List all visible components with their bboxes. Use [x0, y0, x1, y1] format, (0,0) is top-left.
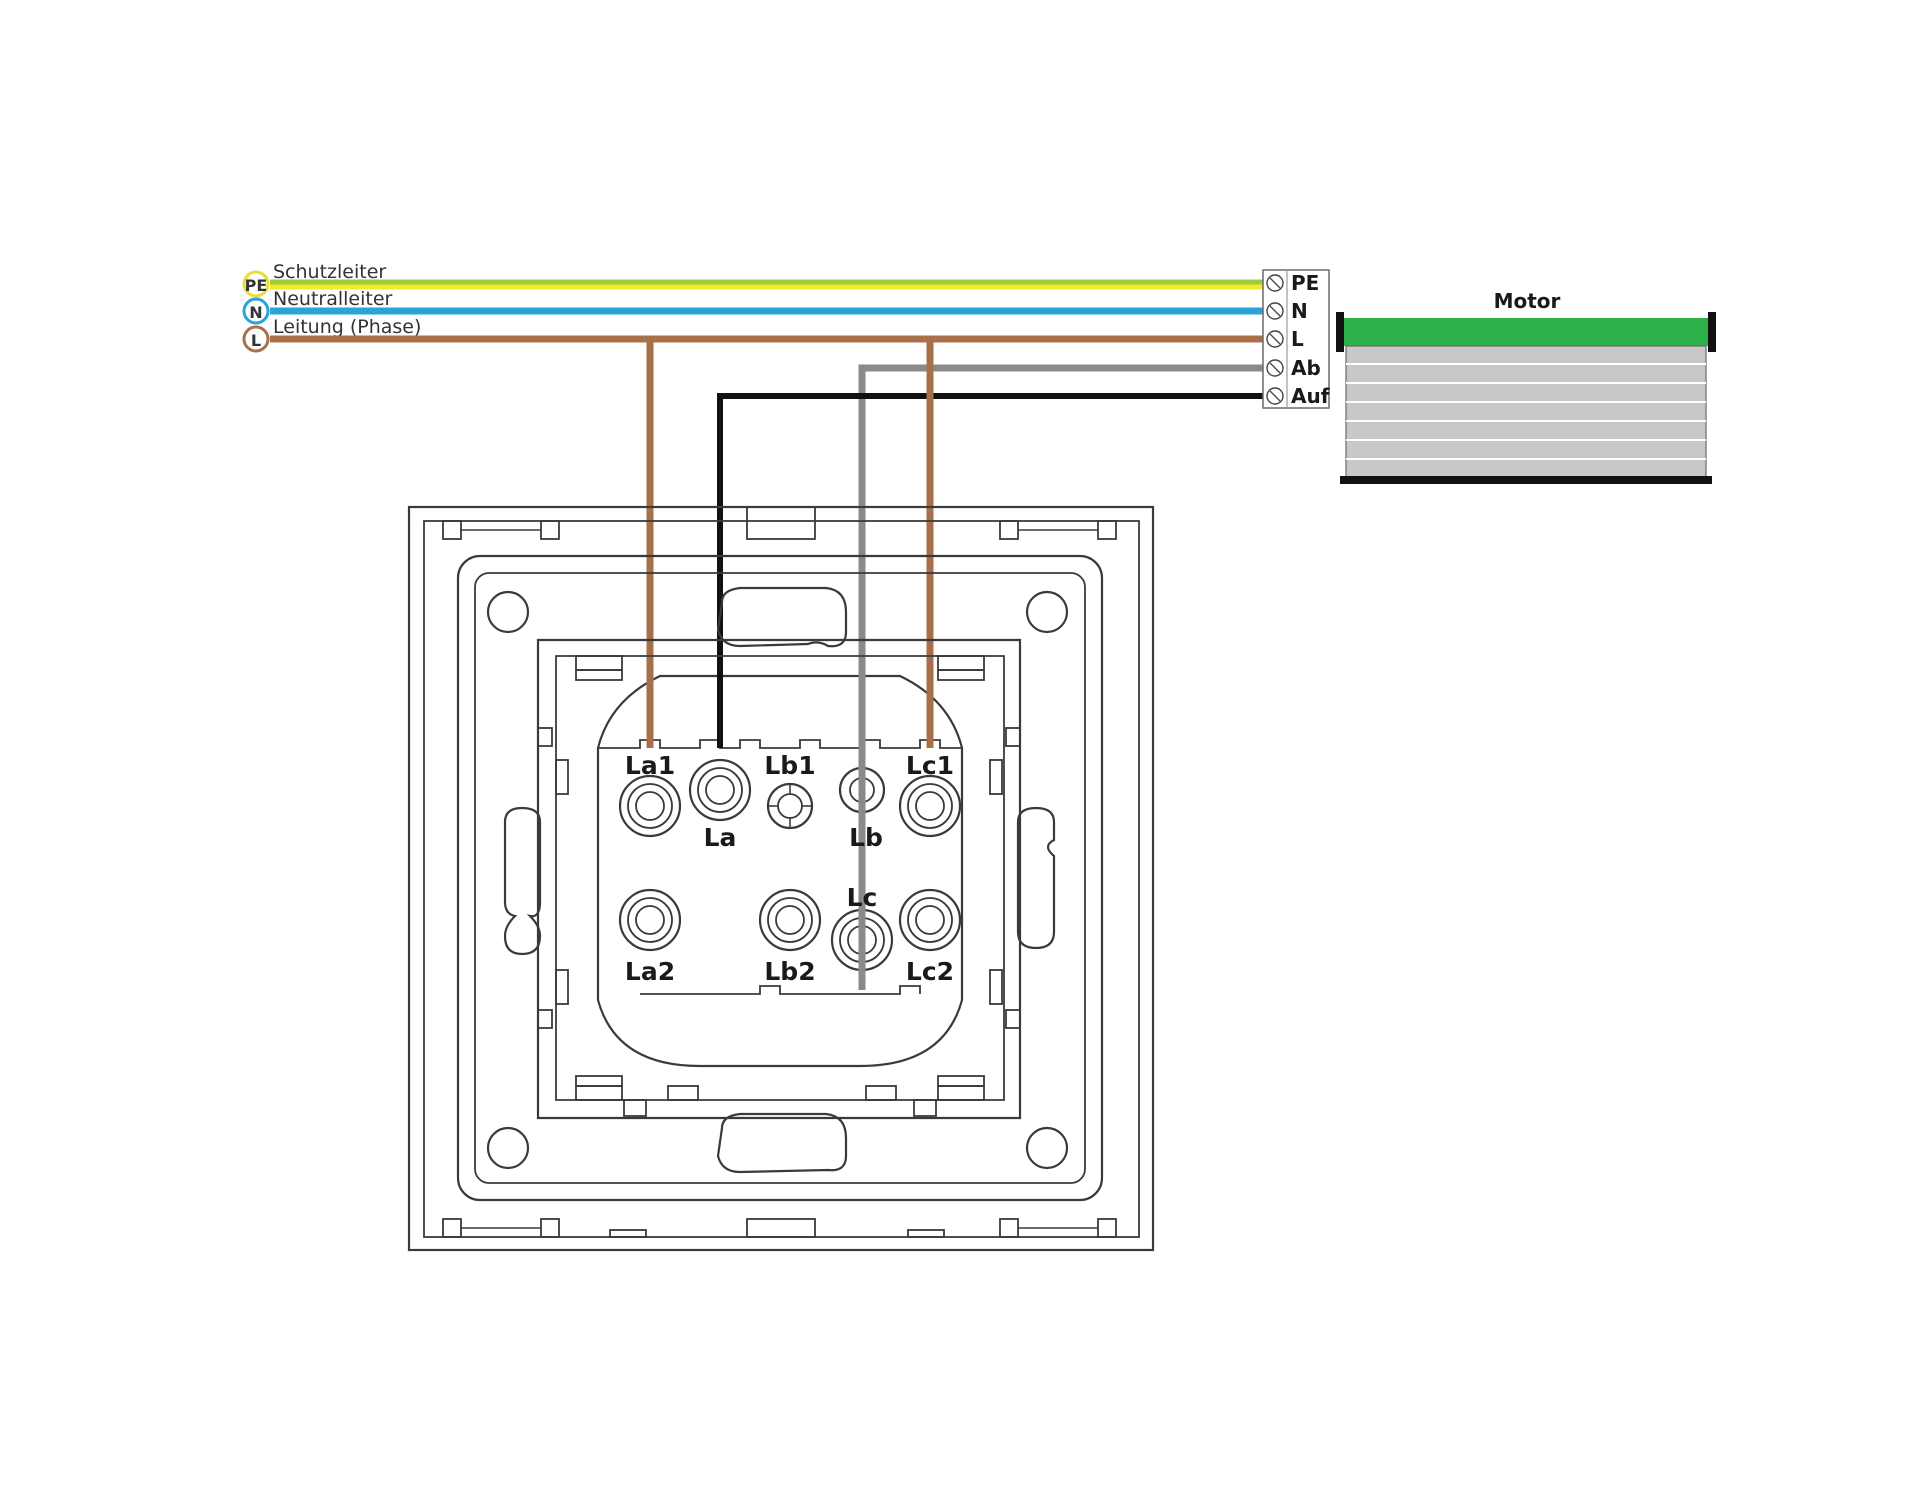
- switch-frame: [407, 505, 1155, 1252]
- insert-frame-inner: [555, 655, 1005, 1101]
- screw-hole-icon: [1025, 590, 1069, 634]
- label-la: La: [704, 823, 737, 852]
- terminal-label: N: [1291, 299, 1308, 323]
- n-label: Neutralleiter: [273, 288, 393, 310]
- label-la1: La1: [625, 751, 675, 780]
- legend-pe: PE Schutzleiter: [242, 261, 386, 298]
- motor-shutter: Motor: [1336, 289, 1716, 484]
- shutter-curtain: [1345, 345, 1707, 479]
- terminal-housing-teeth: [598, 739, 962, 749]
- motor-end-cap-left: [1336, 312, 1344, 352]
- mounting-slot-top: [716, 586, 848, 648]
- motor-end-cap-right: [1708, 312, 1716, 352]
- terminal-lc2-icon: [898, 888, 962, 952]
- shutter-bottom-rail: [1340, 476, 1712, 484]
- motor-label: Motor: [1494, 289, 1561, 313]
- l-badge: L: [251, 331, 261, 350]
- terminal-label: PE: [1291, 271, 1319, 295]
- screw-hole-icon: [486, 590, 530, 634]
- terminal-block: PE N L Ab Auf: [1262, 269, 1330, 409]
- terminal-label: Ab: [1291, 356, 1321, 380]
- terminal-label: Auf: [1291, 384, 1330, 408]
- auf-wire: [717, 393, 1270, 748]
- label-lb: Lb: [849, 823, 883, 852]
- label-lc1: Lc1: [906, 751, 954, 780]
- terminal-lc1-icon: [898, 774, 962, 838]
- label-lc: Lc: [847, 883, 878, 912]
- ab-wire: [858, 364, 1270, 990]
- mounting-slot-left: [503, 806, 542, 956]
- mounting-plate-inner: [474, 572, 1086, 1184]
- switch-terminal-labels: La1 La Lb1 Lb Lc1 La2 Lb2 Lc Lc2: [625, 751, 954, 986]
- legend-n: N Neutralleiter: [242, 288, 393, 325]
- switch-terminals: [618, 758, 962, 972]
- terminal-l: L: [1266, 327, 1304, 351]
- terminal-housing: [596, 674, 964, 1068]
- pe-label: Schutzleiter: [273, 261, 386, 283]
- insert-frame: [536, 638, 1022, 1120]
- label-lb2: Lb2: [764, 957, 815, 986]
- label-lb1: Lb1: [764, 751, 815, 780]
- mounting-slot-right: [1016, 806, 1056, 950]
- terminal-la2-icon: [618, 888, 682, 952]
- inner-frame: [423, 520, 1140, 1238]
- l-badge-circle: [242, 325, 270, 353]
- n-badge-circle: [242, 297, 270, 325]
- terminal-block-frame: [1262, 269, 1330, 409]
- terminal-pe: PE: [1266, 271, 1319, 295]
- label-lc2: Lc2: [906, 957, 954, 986]
- terminal-ab: Ab: [1266, 356, 1321, 380]
- screw-hole-icon: [486, 1126, 530, 1170]
- mounting-slot-bottom: [716, 1112, 848, 1174]
- terminal-lb2-icon: [758, 888, 822, 952]
- n-badge: N: [249, 303, 262, 322]
- terminal-la1-icon: [618, 774, 682, 838]
- pe-badge: PE: [245, 276, 268, 295]
- terminal-label: L: [1291, 327, 1304, 351]
- mounting-plate: [456, 554, 1104, 1202]
- terminal-auf: Auf: [1266, 384, 1330, 408]
- screw-hole-icon: [1025, 1126, 1069, 1170]
- terminal-n: N: [1266, 299, 1308, 323]
- l-label: Leitung (Phase): [273, 316, 421, 338]
- terminal-la-icon: [688, 758, 752, 822]
- pe-badge-circle: [242, 270, 270, 298]
- legend-l: L Leitung (Phase): [242, 316, 421, 353]
- bus-wires: [270, 279, 1270, 990]
- label-la2: La2: [625, 957, 675, 986]
- outer-frame: [407, 505, 1155, 1252]
- motor-tube: [1340, 318, 1712, 346]
